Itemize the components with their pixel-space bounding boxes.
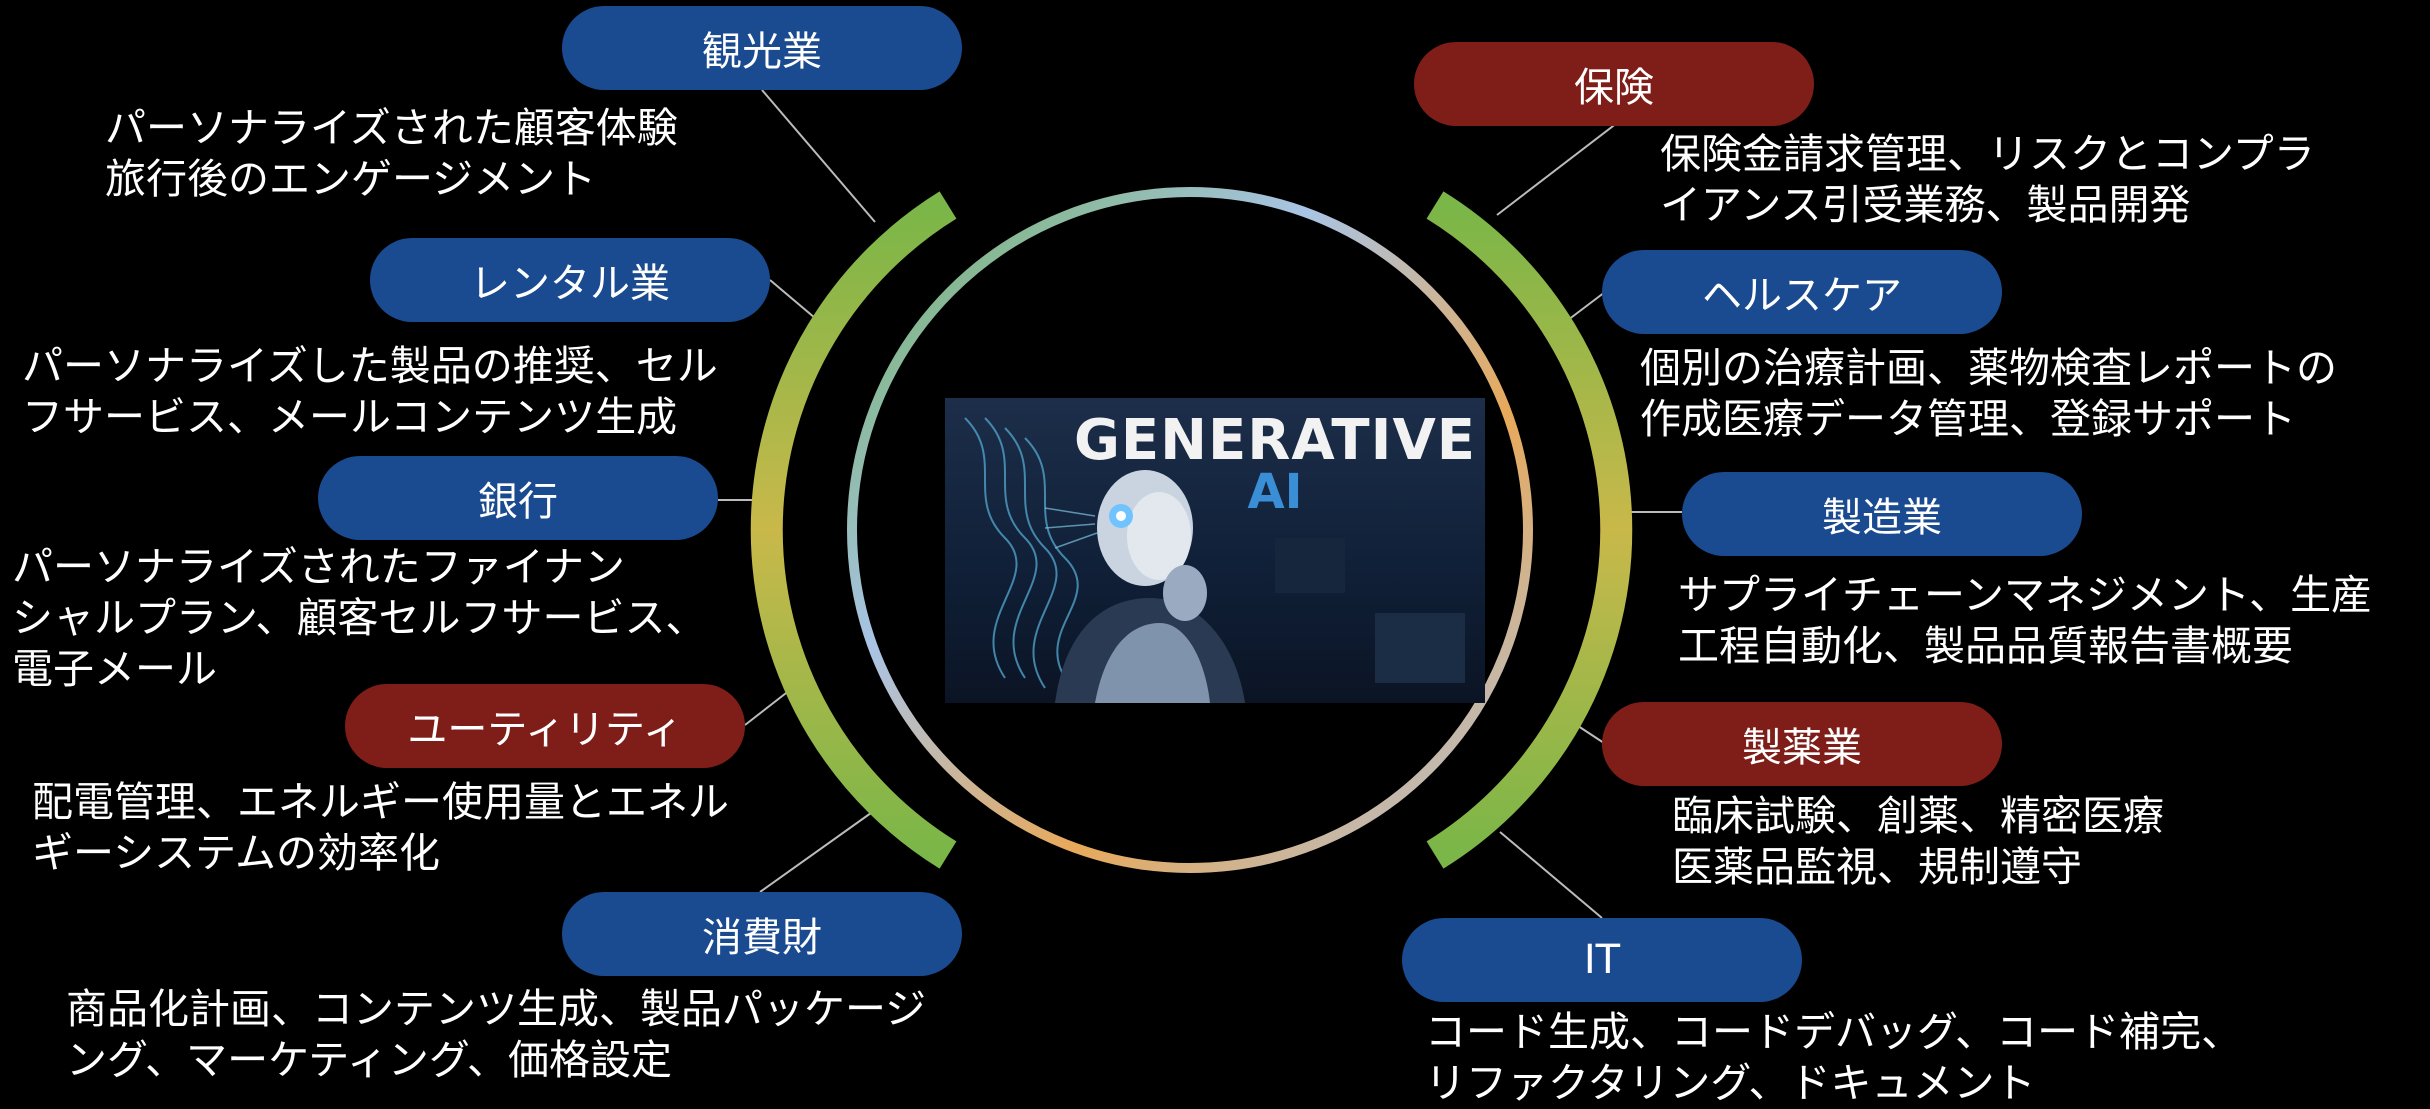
description-line: シャルプラン、顧客セルフサービス、 — [12, 594, 707, 642]
description-line: 臨床試験、創薬、精密医療 — [1672, 792, 2164, 840]
image-title: GENERATIVE — [1073, 408, 1477, 473]
pill-label: 製造業 — [1822, 495, 1942, 541]
pill-label: IT — [1583, 937, 1621, 983]
description-line: ング、マーケティング、価格設定 — [66, 1036, 672, 1084]
category-description-utility: 配電管理、エネルギー使用量とエネル ギーシステムの効率化 — [32, 777, 729, 879]
description-line: 商品化計画、コンテンツ生成、製品パッケージ — [66, 985, 927, 1033]
pill-label: 製薬業 — [1742, 725, 1862, 771]
left-arc — [750, 191, 957, 869]
category-pill-consumer-goods[interactable]: 消費財 — [562, 892, 962, 976]
connector-line — [744, 689, 791, 726]
description-line: ギーシステムの効率化 — [32, 829, 440, 877]
description-line: 作成医療データ管理、登録サポート — [1640, 395, 2296, 443]
generative-ai-image: GENERATIVE AI — [945, 398, 1485, 703]
pill-label: 消費財 — [702, 915, 822, 961]
description-line: 工程自動化、製品品質報告書概要 — [1678, 622, 2293, 670]
description-line: リファクタリング、ドキュメント — [1425, 1059, 2036, 1107]
connector-line — [1499, 831, 1603, 919]
pill-label: 観光業 — [702, 29, 822, 75]
pill-label: 銀行 — [478, 479, 558, 525]
category-description-rental: パーソナライズした製品の推奨、セル フサービス、メールコンテンツ生成 — [22, 341, 718, 443]
description-line: コード生成、コードデバッグ、コード補完、 — [1425, 1008, 2243, 1056]
category-pill-it[interactable]: IT — [1402, 918, 1802, 1002]
category-description-healthcare: 個別の治療計画、薬物検査レポートの 作成医療データ管理、登録サポート — [1640, 343, 2337, 445]
description-line: 電子メール — [12, 645, 217, 693]
pill-label: ユーティリティ — [407, 707, 683, 753]
description-line: 保険金請求管理、リスクとコンプラ — [1660, 130, 2315, 178]
category-description-it: コード生成、コードデバッグ、コード補完、 リファクタリング、ドキュメント — [1425, 1007, 2242, 1109]
category-pill-banking[interactable]: 銀行 — [318, 456, 718, 540]
description-line: パーソナライズした製品の推奨、セル — [22, 342, 718, 390]
inner-ring — [847, 187, 1533, 873]
description-line: 配電管理、エネルギー使用量とエネル — [32, 778, 729, 826]
pill-label: 保険 — [1574, 65, 1654, 111]
description-line: パーソナライズされた顧客体験 — [105, 104, 678, 152]
connector-line — [1496, 122, 1618, 216]
description-line: 医薬品監視、規制遵守 — [1672, 843, 2082, 891]
connector-line — [1567, 291, 1606, 321]
category-description-manufacturing: サプライチェーンマネジメント、生産 工程自動化、製品品質報告書概要 — [1678, 570, 2372, 672]
category-pill-pharmaceutical[interactable]: 製薬業 — [1602, 702, 2002, 786]
category-description-tourism: パーソナライズされた顧客体験 旅行後のエンゲージメント — [105, 103, 678, 205]
description-line: フサービス、メールコンテンツ生成 — [22, 393, 678, 441]
description-line: 旅行後のエンゲージメント — [105, 155, 597, 203]
description-line: 個別の治療計画、薬物検査レポートの — [1640, 344, 2337, 392]
right-arc — [1426, 191, 1633, 869]
category-pill-insurance[interactable]: 保険 — [1414, 42, 1814, 126]
description-line: サプライチェーンマネジメント、生産 — [1678, 571, 2373, 619]
category-description-pharmaceutical: 臨床試験、創薬、精密医療 医薬品監視、規制遵守 — [1672, 791, 2164, 893]
connector-line — [759, 802, 886, 893]
description-line: パーソナライズされたファイナン — [12, 543, 625, 591]
pill-label: レンタル業 — [470, 261, 670, 307]
category-description-insurance: 保険金請求管理、リスクとコンプラ イアンス引受業務、製品開発 — [1660, 129, 2315, 231]
category-description-consumer-goods: 商品化計画、コンテンツ生成、製品パッケージ ング、マーケティング、価格設定 — [66, 984, 926, 1086]
robot-illustration — [964, 417, 1465, 703]
category-pill-manufacturing[interactable]: 製造業 — [1682, 472, 2082, 556]
connector-line — [761, 89, 876, 223]
category-pill-healthcare[interactable]: ヘルスケア — [1602, 250, 2002, 334]
category-pill-utility[interactable]: ユーティリティ — [345, 684, 745, 768]
description-line: イアンス引受業務、製品開発 — [1660, 181, 2191, 229]
connector-line — [769, 279, 816, 319]
category-pill-rental[interactable]: レンタル業 — [370, 238, 770, 322]
image-subtitle: AI — [1247, 464, 1303, 520]
category-pill-tourism[interactable]: 観光業 — [562, 6, 962, 90]
pill-label: ヘルスケア — [1702, 273, 1902, 319]
category-description-banking: パーソナライズされたファイナン シャルプラン、顧客セルフサービス、 電子メール — [12, 542, 707, 695]
